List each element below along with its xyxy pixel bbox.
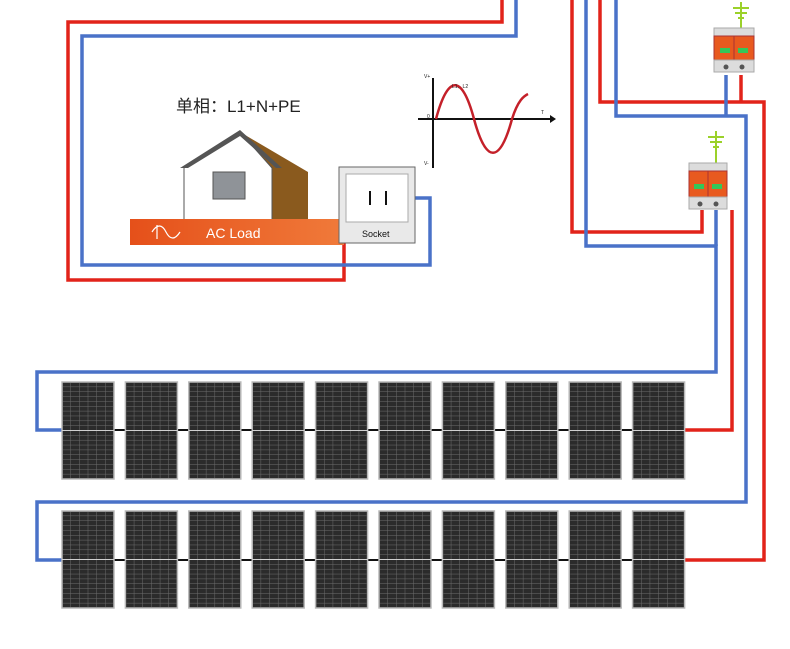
- ac-symbol-icon: [151, 225, 181, 239]
- spd-upper: [713, 2, 755, 73]
- solar-panel: [505, 510, 559, 609]
- panel-row-2: [61, 510, 686, 609]
- house-icon: [180, 130, 308, 221]
- ac-load-bar: AC Load: [130, 219, 344, 245]
- solar-panel: [314, 381, 369, 480]
- dc-red-wire-1: [570, 0, 704, 234]
- ground-icon: [708, 131, 724, 163]
- panel-row-1: [61, 381, 686, 480]
- solar-panel: [61, 510, 115, 609]
- solar-panel: [631, 381, 686, 480]
- solar-panel: [568, 381, 622, 480]
- solar-panel: [441, 510, 496, 609]
- series-label: L1、L2: [452, 84, 468, 90]
- waveform-graph: V+ V- T 0 L1、L2: [418, 74, 556, 168]
- socket: Socket: [338, 166, 416, 244]
- solar-panel: [378, 510, 432, 609]
- solar-panel: [441, 381, 496, 480]
- origin-label: 0: [427, 114, 430, 120]
- load-label: AC Load: [206, 225, 260, 241]
- solar-panel: [251, 381, 305, 480]
- solar-panel: [314, 510, 369, 609]
- spd-lower: [688, 131, 728, 210]
- solar-panel: [505, 381, 559, 480]
- dc-red-wire-3: [684, 210, 734, 432]
- solar-panel: [251, 510, 305, 609]
- dc-blue-wire-2: [35, 0, 748, 562]
- solar-panel: [631, 510, 686, 609]
- ac-blue-wire: [80, 0, 518, 267]
- solar-panel: [61, 381, 115, 480]
- solar-panel: [124, 510, 179, 609]
- socket-label: Socket: [362, 229, 390, 239]
- y-axis-bottom-label: V-: [424, 161, 429, 167]
- solar-panel: [188, 510, 242, 609]
- dc-wiring: [35, 0, 766, 562]
- ground-icon: [733, 2, 749, 28]
- x-axis-label: T: [541, 110, 544, 116]
- solar-panel: [568, 510, 622, 609]
- y-axis-top-label: V+: [424, 74, 430, 80]
- dc-blue-wire-1: [35, 0, 718, 432]
- system-label: 单相：L1+N+PE: [176, 97, 301, 116]
- solar-panel: [188, 381, 242, 480]
- solar-panel: [378, 381, 432, 480]
- dc-red-wire-2: [598, 0, 766, 562]
- solar-panel: [124, 381, 179, 480]
- sine-wave: [434, 84, 529, 154]
